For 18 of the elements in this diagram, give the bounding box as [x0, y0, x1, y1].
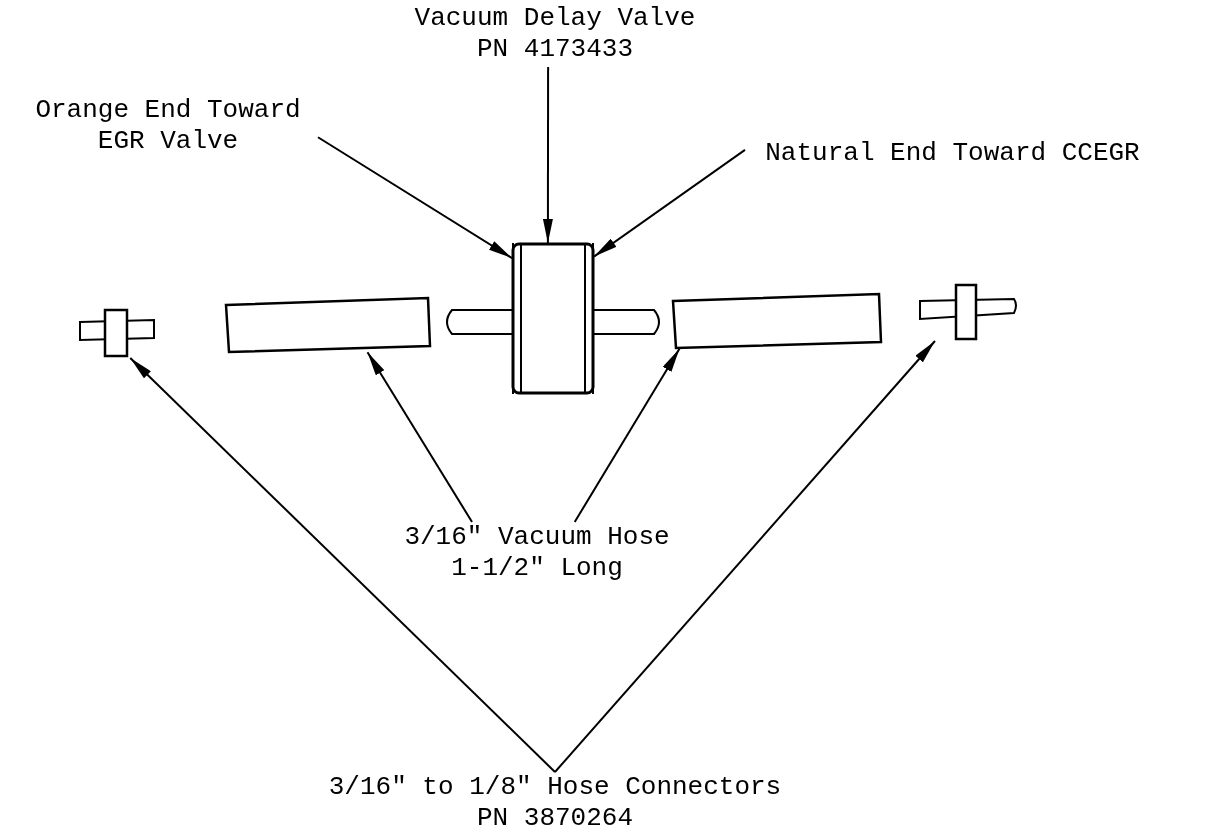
callout-label: Vacuum Delay Valve PN 4173433 [405, 3, 705, 67]
leader-arrow [573, 347, 681, 523]
vacuum-hose-drawing [671, 292, 883, 350]
hose-connector-drawing [78, 308, 156, 358]
callout-label: 3/16" to 1/8" Hose Connectors PN 3870264 [320, 772, 790, 834]
callout-label: Orange End Toward EGR Valve [18, 95, 318, 159]
valve-end-band [512, 243, 522, 394]
callout-label: 3/16" Vacuum Hose 1-1/2" Long [392, 522, 682, 592]
valve-end-band [584, 243, 594, 394]
leader-arrow [593, 148, 746, 258]
leader-arrow [554, 340, 936, 773]
hose-connector-drawing [918, 283, 1018, 341]
leader-arrow [542, 66, 553, 244]
leader-arrow [129, 357, 556, 773]
leader-arrow [366, 351, 474, 523]
leader-arrow [317, 136, 513, 260]
vacuum-hose-drawing [224, 296, 432, 354]
callout-label: Natural End Toward CCEGR [745, 138, 1160, 172]
